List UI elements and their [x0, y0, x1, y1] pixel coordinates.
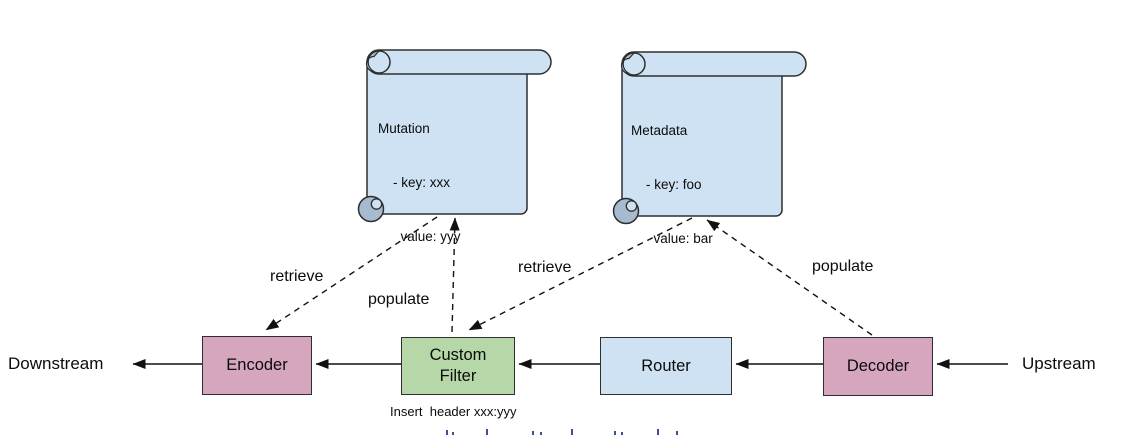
custom-filter-label: Custom Filter — [429, 346, 487, 385]
encoder-box: Encoder — [202, 336, 312, 395]
mutation-scroll-text: Mutation - key: xxx value: yyy — [378, 84, 461, 282]
mutation-title: Mutation — [378, 121, 430, 136]
decoder-box: Decoder — [823, 337, 933, 396]
populate-right-label: populate — [812, 258, 874, 275]
arrow-retrieve-mutation-to-encoder — [265, 216, 438, 331]
decoder-label: Decoder — [846, 357, 910, 375]
insert-header-annotation: Insert header xxx:yyy — [390, 404, 517, 419]
arrow-retrieve-metadata-to-customfilter — [468, 217, 693, 331]
router-box: Router — [600, 337, 732, 395]
encoder-label: Encoder — [226, 356, 288, 374]
metadata-value-line: value: bar — [631, 231, 713, 246]
clipped-text-fragment — [446, 429, 678, 435]
retrieve-right-label: retrieve — [518, 259, 572, 276]
mutation-scroll-icon — [357, 49, 552, 223]
arrow-populate-decoder-to-metadata — [706, 219, 873, 336]
metadata-title: Metadata — [631, 123, 688, 138]
upstream-label: Upstream — [1022, 354, 1096, 373]
arrow-populate-customfilter-to-mutation — [449, 217, 460, 333]
metadata-scroll-icon — [612, 51, 807, 225]
mutation-value-line: value: yyy — [378, 229, 461, 244]
dashed-arrows — [265, 216, 873, 336]
metadata-key-line: - key: foo — [631, 177, 702, 192]
custom-filter-box: Custom Filter — [401, 337, 515, 395]
router-label: Router — [641, 356, 691, 375]
mutation-key-line: - key: xxx — [378, 175, 451, 190]
downstream-label: Downstream — [8, 354, 104, 373]
populate-left-label: populate — [368, 291, 430, 308]
retrieve-left-label: retrieve — [270, 268, 324, 285]
metadata-scroll-text: Metadata - key: foo value: bar — [631, 86, 713, 284]
